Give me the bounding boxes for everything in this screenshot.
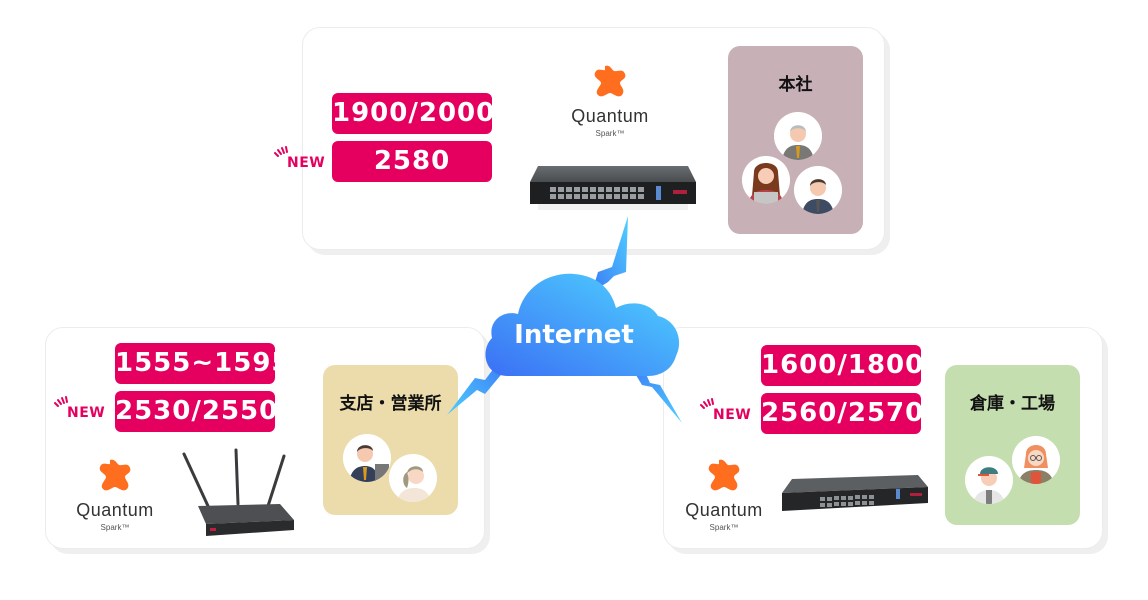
sparkle-icon — [274, 146, 288, 157]
model-badge: 1600/1800 — [761, 345, 923, 386]
brand-name: Quantum — [76, 500, 154, 520]
new-text: NEW — [713, 407, 752, 423]
sparkle-icon — [700, 398, 714, 409]
woman-glasses-avatar — [1012, 436, 1060, 484]
new-text: NEW — [287, 155, 326, 171]
office-label: 倉庫・工場 — [970, 394, 1055, 414]
rack-appliance-medium-icon — [782, 475, 928, 511]
office-label: 本社 — [778, 75, 813, 95]
rack-appliance-large-icon — [530, 166, 696, 210]
office-panel-warehouse: 倉庫・工場 — [945, 365, 1080, 525]
new-label: NEW — [700, 398, 752, 423]
hq-site-card: 1900/2000 2580 NEW Quantum Spark™ 本社 — [274, 27, 885, 250]
quantum-logo-icon — [99, 459, 131, 491]
connection-bolt-hq — [592, 216, 628, 292]
brand-sub: Spark™ — [709, 523, 739, 532]
connection-bolt-warehouse — [630, 365, 682, 423]
office-panel-hq: 本社 — [728, 46, 863, 234]
quantum-spark-logo: Quantum Spark™ — [70, 458, 160, 532]
quantum-logo-icon — [594, 65, 626, 97]
brand-name: Quantum — [571, 106, 649, 126]
businessman-avatar — [794, 166, 842, 214]
model-badge-new: 2560/2570 — [761, 393, 923, 434]
office-panel-branch: 支店・営業所 — [323, 365, 458, 515]
brand-sub: Spark™ — [100, 523, 130, 532]
model-badge-new: 2530/2550 — [115, 391, 277, 432]
warehouse-site-card: 1600/1800 2560/2570 NEW Quantum Spark™ 倉… — [663, 327, 1103, 549]
brand-sub: Spark™ — [595, 129, 625, 138]
new-label: NEW — [54, 396, 106, 421]
woman-avatar — [742, 156, 790, 204]
sparkle-icon — [54, 396, 68, 407]
worker-cap-avatar — [965, 456, 1013, 504]
cloud-label: Internet — [514, 320, 634, 350]
brand-name: Quantum — [685, 500, 763, 520]
senior-man-avatar — [774, 112, 822, 160]
internet-cloud-icon: Internet — [485, 273, 680, 376]
quantum-logo-icon — [708, 459, 740, 491]
quantum-spark-logo: Quantum Spark™ — [565, 64, 655, 138]
office-label: 支店・営業所 — [339, 394, 442, 414]
woman-ponytail-avatar — [389, 454, 437, 502]
businessman-laptop-avatar — [343, 434, 391, 482]
wireless-router-icon — [182, 448, 294, 536]
quantum-spark-logo: Quantum Spark™ — [679, 458, 769, 532]
model-badge: 1555~1595 — [115, 343, 290, 384]
model-badge-new: 2580 — [332, 141, 492, 182]
connection-bolt-branch — [447, 360, 505, 415]
new-text: NEW — [67, 405, 106, 421]
model-badge: 1900/2000 — [332, 93, 494, 134]
new-label: NEW — [274, 146, 326, 171]
branch-site-card: 1555~1595 2530/2550 NEW Quantum Spark™ 支… — [45, 327, 485, 549]
